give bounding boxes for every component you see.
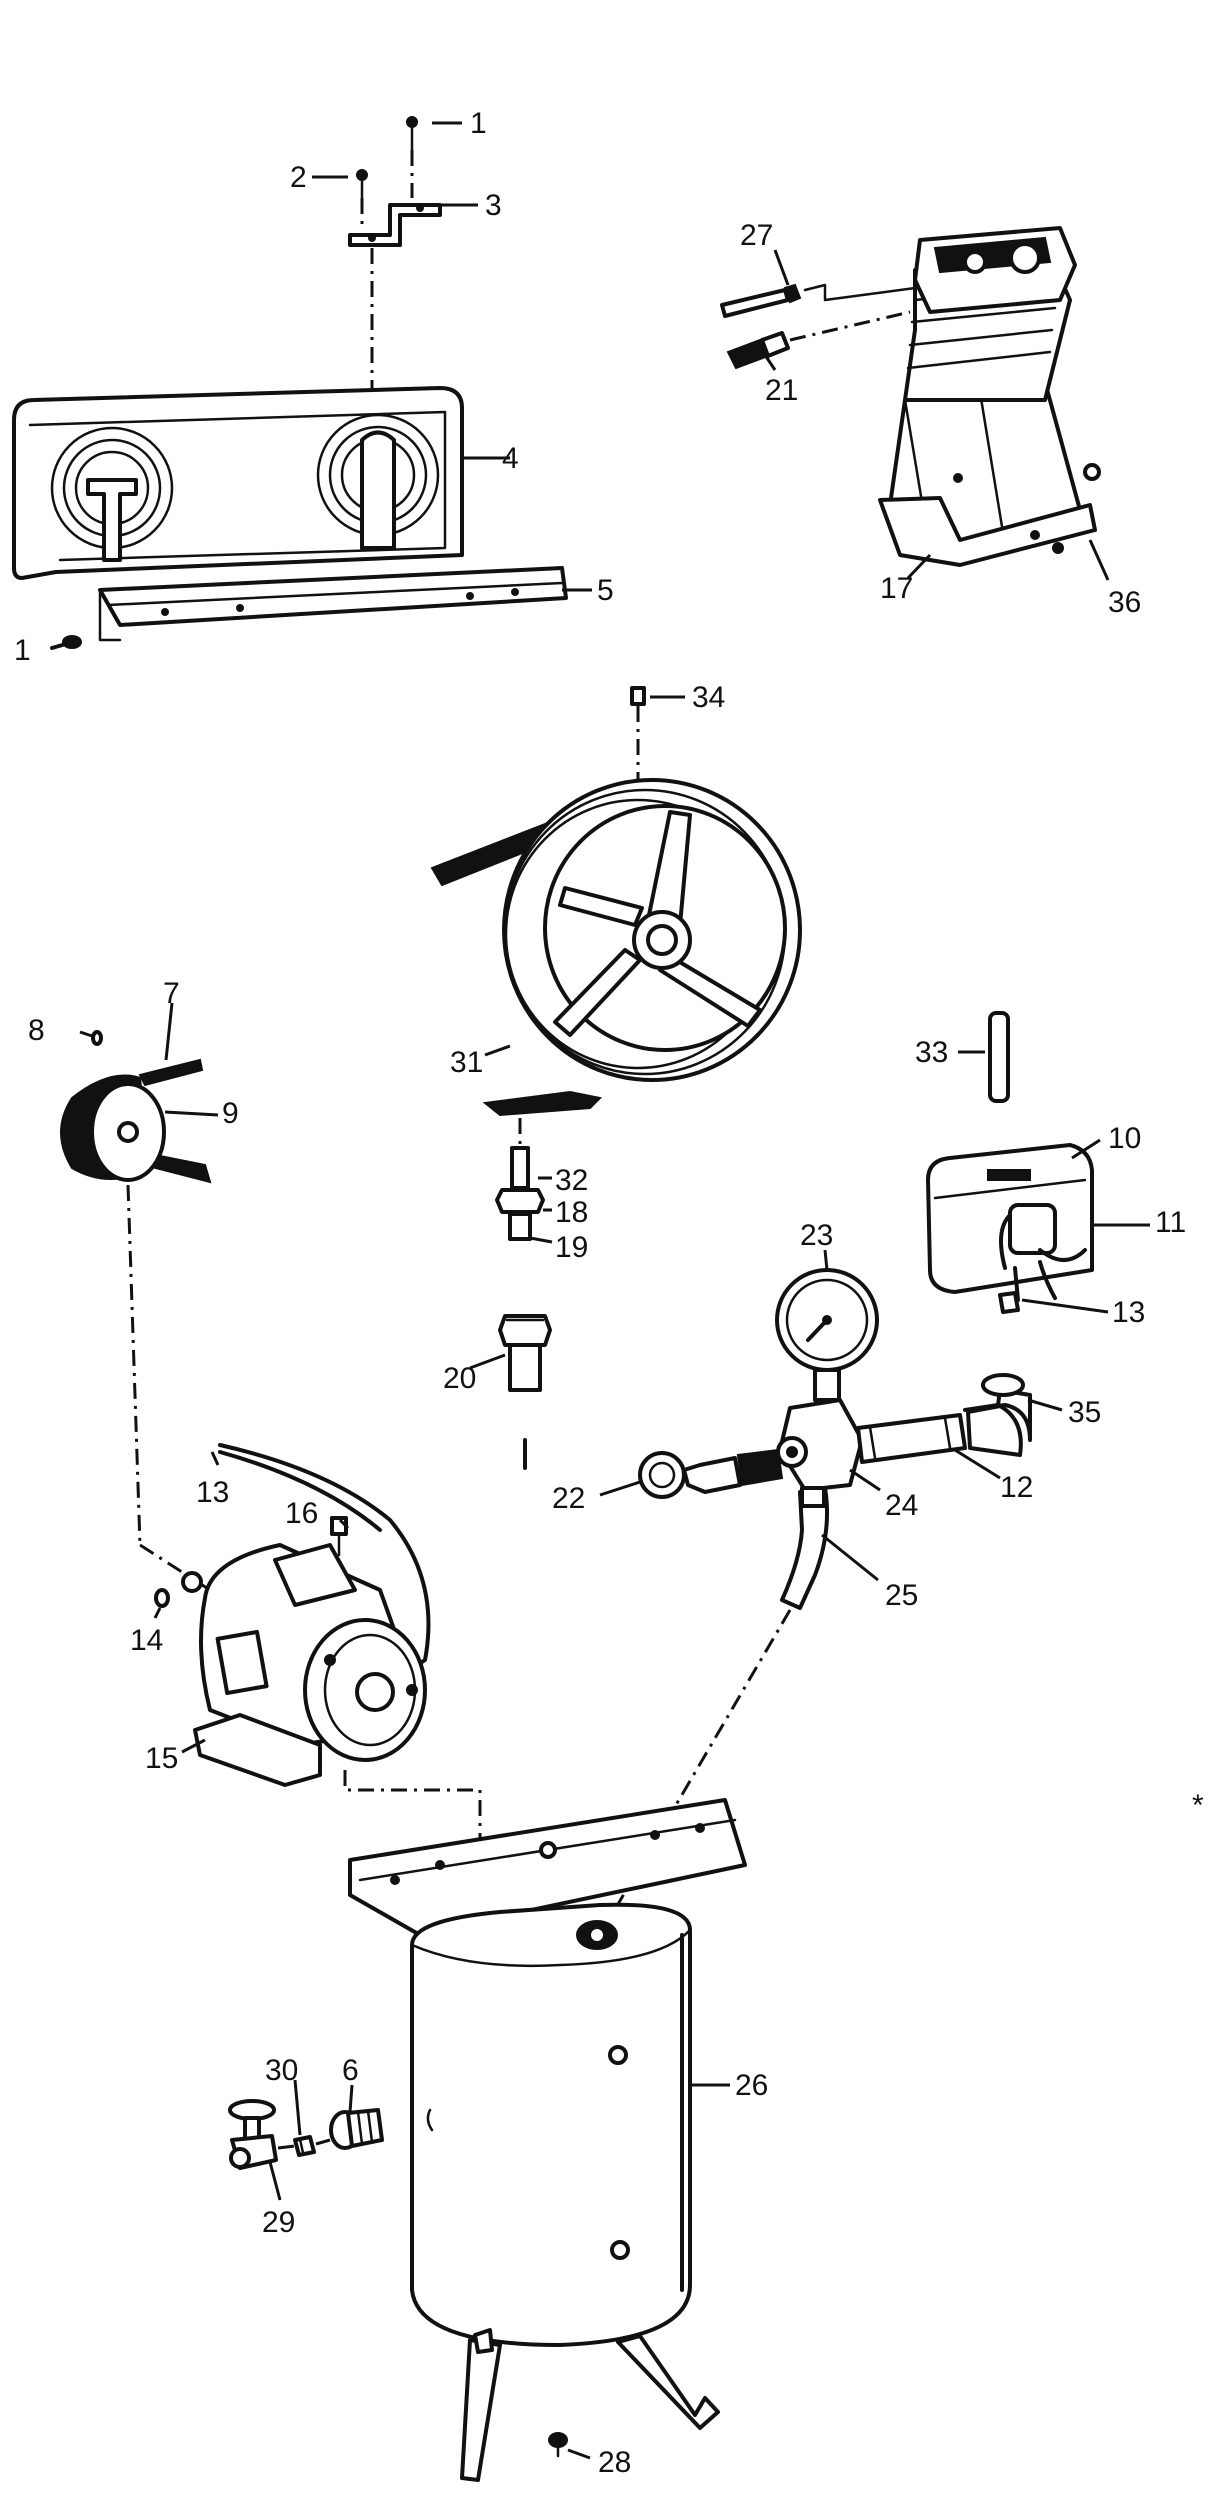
callout-33: 33 [915,1036,948,1069]
callout-28: 28 [598,2446,631,2479]
callout-10: 10 [1108,1122,1141,1155]
pump-bolt [1052,463,1101,554]
callout-3: 3 [485,189,502,222]
callout-22: 22 [552,1482,585,1515]
guard-rail [98,566,568,642]
safety-valve [638,1448,784,1499]
bracket-screw-left [356,169,368,230]
motor-cord [218,1443,431,1672]
outlet-tube [780,1486,830,1610]
callout-1-bottom: 1 [14,634,31,667]
callout-12: 12 [1000,1471,1033,1504]
belt-guard [12,386,464,580]
callout-19: 19 [555,1231,588,1264]
callout-16: 16 [285,1497,318,1530]
leader-lines [79,121,1150,2460]
callout-32: 32 [555,1164,588,1197]
drain-bushing [329,2108,384,2150]
callout-20: 20 [443,1362,476,1395]
motor-pulley [60,1074,166,1182]
callout-17: 17 [880,572,913,605]
air-tank [348,1798,747,2482]
check-valve-body [508,1212,532,1241]
callout-26: 26 [735,2069,768,2102]
callout-23: 23 [800,1219,833,1252]
star-mark: * [1192,1789,1204,1822]
callout-29: 29 [262,2206,295,2239]
electric-motor [181,1543,427,1762]
callout-1-top: 1 [470,107,487,140]
tank-drain-screw [548,2432,568,2458]
callout-11: 11 [1155,1206,1186,1239]
setscrew [91,1030,103,1046]
pump-tube [720,283,917,318]
drain-valve [228,2099,278,2170]
switch-cord [998,1260,1057,1314]
callout-21: 21 [765,374,798,407]
callout-27: 27 [740,219,773,252]
cord-retainer-rod [988,1011,1010,1103]
callout-labels: 1 1 2 3 4 5 6 7 8 9 10 11 12 13 13 14 15… [14,107,1204,2479]
tank-nipple [498,1314,552,1392]
callout-35: 35 [1068,1396,1101,1429]
bracket-screw-top [406,116,418,198]
callout-18: 18 [555,1196,588,1229]
callout-13-left: 13 [196,1476,229,1509]
manifold-cross [776,1398,864,1492]
pressure-switch [926,1143,1094,1294]
flywheel [430,778,802,1117]
callout-31: 31 [450,1046,483,1079]
check-valve-nut [495,1188,545,1214]
callout-5: 5 [597,574,614,607]
callout-6: 6 [342,2054,359,2087]
rail-screw [50,635,82,650]
pulley-to-motor-line [126,1184,142,1546]
drain-nipple [293,2135,316,2157]
callout-24: 24 [885,1489,918,1522]
motor-to-tank-line [343,1770,482,1860]
callout-14: 14 [130,1624,163,1657]
outlet-to-tank-line [598,1609,792,1936]
compressor-pump [878,226,1097,567]
callout-15: 15 [145,1742,178,1775]
callout-7: 7 [163,977,180,1010]
flywheel-bolt [630,686,646,780]
guard-bracket [348,203,442,247]
callout-8: 8 [28,1014,45,1047]
callout-25: 25 [885,1579,918,1612]
callout-9: 9 [222,1097,239,1130]
drain-line [277,2144,296,2150]
pump-fitting [726,310,911,370]
elbow-fitting [963,1373,1032,1457]
drain-line-2 [315,2138,331,2146]
callout-36: 36 [1108,586,1141,619]
callout-4: 4 [502,442,519,475]
callout-2: 2 [290,161,307,194]
unloader-tube [510,1146,530,1190]
callout-13-right: 13 [1112,1296,1145,1329]
motor-base [193,1713,322,1787]
pressure-gauge [775,1268,879,1402]
callout-30: 30 [265,2054,298,2087]
motor-key [154,1588,170,1608]
callout-34: 34 [692,681,725,714]
discharge-tube [856,1413,967,1464]
